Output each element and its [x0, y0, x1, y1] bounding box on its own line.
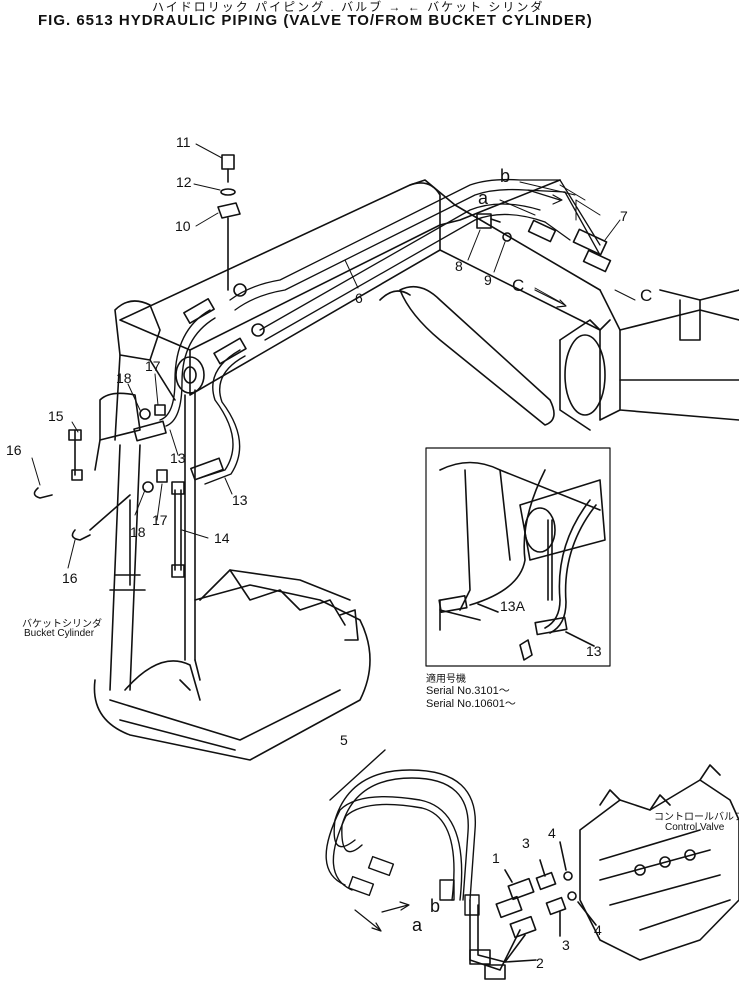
callout-3b: 3	[562, 937, 570, 953]
callout-13b: 13	[232, 492, 248, 508]
callout-13A: 13A	[500, 598, 525, 614]
callout-12: 12	[176, 174, 192, 190]
callout-16b: 16	[62, 570, 78, 586]
hardware-parts	[33, 154, 612, 541]
fittings	[133, 283, 265, 481]
flow-a-bottom: a	[412, 915, 423, 935]
control-valve-label-jp: コントロールバルブ	[654, 812, 739, 823]
callout-8: 8	[455, 258, 463, 274]
serial-number-1: Serial No.3101～	[426, 685, 510, 697]
arm-head	[94, 300, 205, 471]
boom-arm	[119, 179, 739, 431]
callout-13c: 13	[586, 643, 602, 659]
callout-14: 14	[214, 530, 230, 546]
hoses-5	[325, 749, 480, 916]
callout-2: 2	[536, 955, 544, 971]
title-japanese: ハイドロリック パイピング . バルブ → ← バケット シリンダ	[152, 0, 545, 14]
callout-10: 10	[175, 218, 191, 234]
flow-c-mid: C	[512, 276, 525, 295]
serial-label-jp: 適用号機	[426, 674, 466, 685]
callout-17b: 17	[152, 512, 168, 528]
valve-fittings	[469, 841, 597, 980]
callout-6: 6	[355, 290, 363, 306]
callout-13a: 13	[170, 450, 186, 466]
callout-4a: 4	[548, 825, 556, 841]
bucket	[93, 569, 371, 761]
figure-title: FIG. 6513 HYDRAULIC PIPING (VALVE TO/FRO…	[38, 12, 593, 29]
callout-5: 5	[340, 732, 348, 748]
callout-11: 11	[176, 134, 191, 150]
control-valve-label: Control Valve	[665, 822, 725, 833]
serial-number-2: Serial No.10601～	[426, 698, 516, 710]
boom-pipes	[229, 178, 601, 341]
bucket-cylinder-label-jp: バケットシリンダ	[22, 619, 102, 630]
control-valve	[579, 764, 739, 961]
flow-b-top: b	[500, 166, 511, 186]
callout-17a: 17	[145, 358, 161, 374]
callout-16a: 16	[6, 442, 22, 458]
callout-15: 15	[48, 408, 64, 424]
pipe-14	[171, 481, 185, 578]
callout-9: 9	[484, 272, 492, 288]
callout-3a: 3	[522, 835, 530, 851]
callout-4b: 4	[594, 922, 602, 938]
inset-detail	[425, 447, 611, 667]
callout-1: 1	[492, 850, 500, 866]
flow-a-top: a	[478, 188, 489, 208]
callout-7: 7	[620, 208, 628, 224]
callout-18a: 18	[116, 370, 132, 386]
hoses-13	[159, 309, 246, 485]
flow-b-bottom: b	[430, 896, 441, 916]
bucket-cylinder-label: Bucket Cylinder	[24, 628, 95, 639]
direction-arrows	[354, 189, 567, 932]
callout-18b: 18	[130, 524, 146, 540]
flow-c-right: C	[640, 286, 653, 305]
bucket-cylinder	[109, 389, 196, 691]
leader-lines	[31, 143, 636, 569]
